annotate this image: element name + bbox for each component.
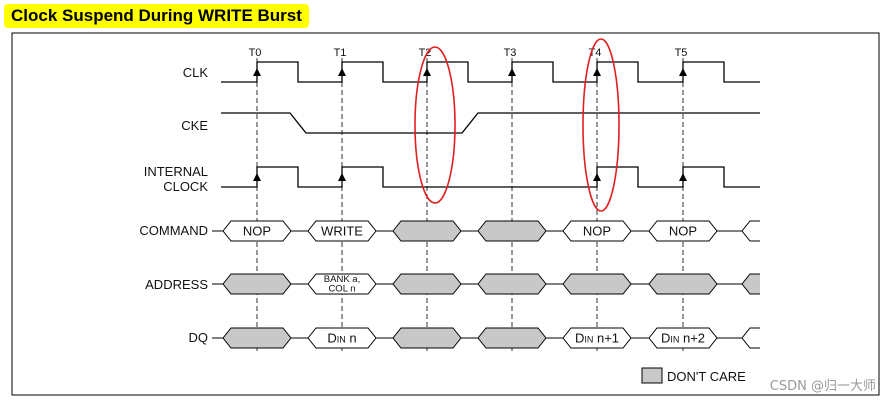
dq-tail-cell	[741, 327, 760, 349]
internal-clock-edge-arrow	[679, 173, 687, 181]
internal-clock-edge-arrow	[253, 173, 261, 181]
clk-rising-edge-arrow	[338, 68, 346, 76]
edge-arrows	[253, 68, 687, 181]
clk-rising-edge-arrow	[593, 68, 601, 76]
tick-lines	[256, 58, 684, 352]
dq-cell	[222, 327, 292, 349]
address-cell	[562, 273, 632, 295]
command-tail-cell	[741, 220, 760, 242]
highlight-ellipse-t2	[414, 46, 456, 204]
label-dq: DQ	[189, 330, 209, 345]
dq-cell	[392, 327, 462, 349]
command-bus: NOP WRITE NOP NOP	[221, 220, 760, 242]
address-cell	[222, 273, 292, 295]
diagram-frame	[11, 32, 880, 396]
tick-label-2: T2	[419, 47, 432, 59]
tick-label-3: T3	[504, 47, 517, 59]
dq-value-4: DIN n+1	[575, 331, 619, 346]
command-cell	[392, 220, 462, 242]
clk-waveform	[221, 61, 760, 83]
address-cell	[648, 273, 718, 295]
address-tail-cell	[741, 273, 760, 295]
internal-clock-waveform	[221, 166, 760, 188]
address-value-1: BANK a,COL n	[324, 274, 360, 295]
watermark: CSDN @归一大师	[770, 379, 876, 394]
address-cell	[477, 273, 547, 295]
cke-waveform	[221, 112, 760, 134]
internal-clock-edge-arrow	[338, 173, 346, 181]
legend-label: DON'T CARE	[667, 369, 746, 384]
address-bus: BANK a,COL n	[221, 273, 760, 295]
legend-swatch	[641, 367, 663, 384]
clk-rising-edge-arrow	[679, 68, 687, 76]
label-cke: CKE	[181, 118, 208, 133]
command-value-0: NOP	[243, 224, 271, 239]
label-clk: CLK	[183, 65, 209, 80]
command-value-1: WRITE	[321, 224, 363, 239]
tick-label-5: T5	[675, 47, 688, 59]
command-cell	[477, 220, 547, 242]
tick-label-0: T0	[249, 47, 262, 59]
label-internal-clock-2: CLOCK	[163, 179, 208, 194]
dq-value-5: DIN n+2	[661, 331, 705, 346]
label-internal-clock-1: INTERNAL	[144, 164, 208, 179]
label-address: ADDRESS	[145, 277, 208, 292]
dq-value-1: DIN n	[327, 331, 356, 346]
tick-label-1: T1	[334, 47, 347, 59]
clk-rising-edge-arrow	[423, 68, 431, 76]
diagram-title: Clock Suspend During WRITE Burst	[4, 4, 309, 28]
label-command: COMMAND	[139, 223, 208, 238]
command-value-5: NOP	[669, 224, 697, 239]
internal-clock-edge-arrow	[593, 173, 601, 181]
dq-cell	[477, 327, 547, 349]
highlight-ellipse-t4	[582, 38, 620, 212]
address-cell	[392, 273, 462, 295]
command-value-4: NOP	[583, 224, 611, 239]
clk-rising-edge-arrow	[253, 68, 261, 76]
dq-bus: DIN n DIN n+1 DIN n+2	[221, 327, 760, 349]
clk-rising-edge-arrow	[508, 68, 516, 76]
